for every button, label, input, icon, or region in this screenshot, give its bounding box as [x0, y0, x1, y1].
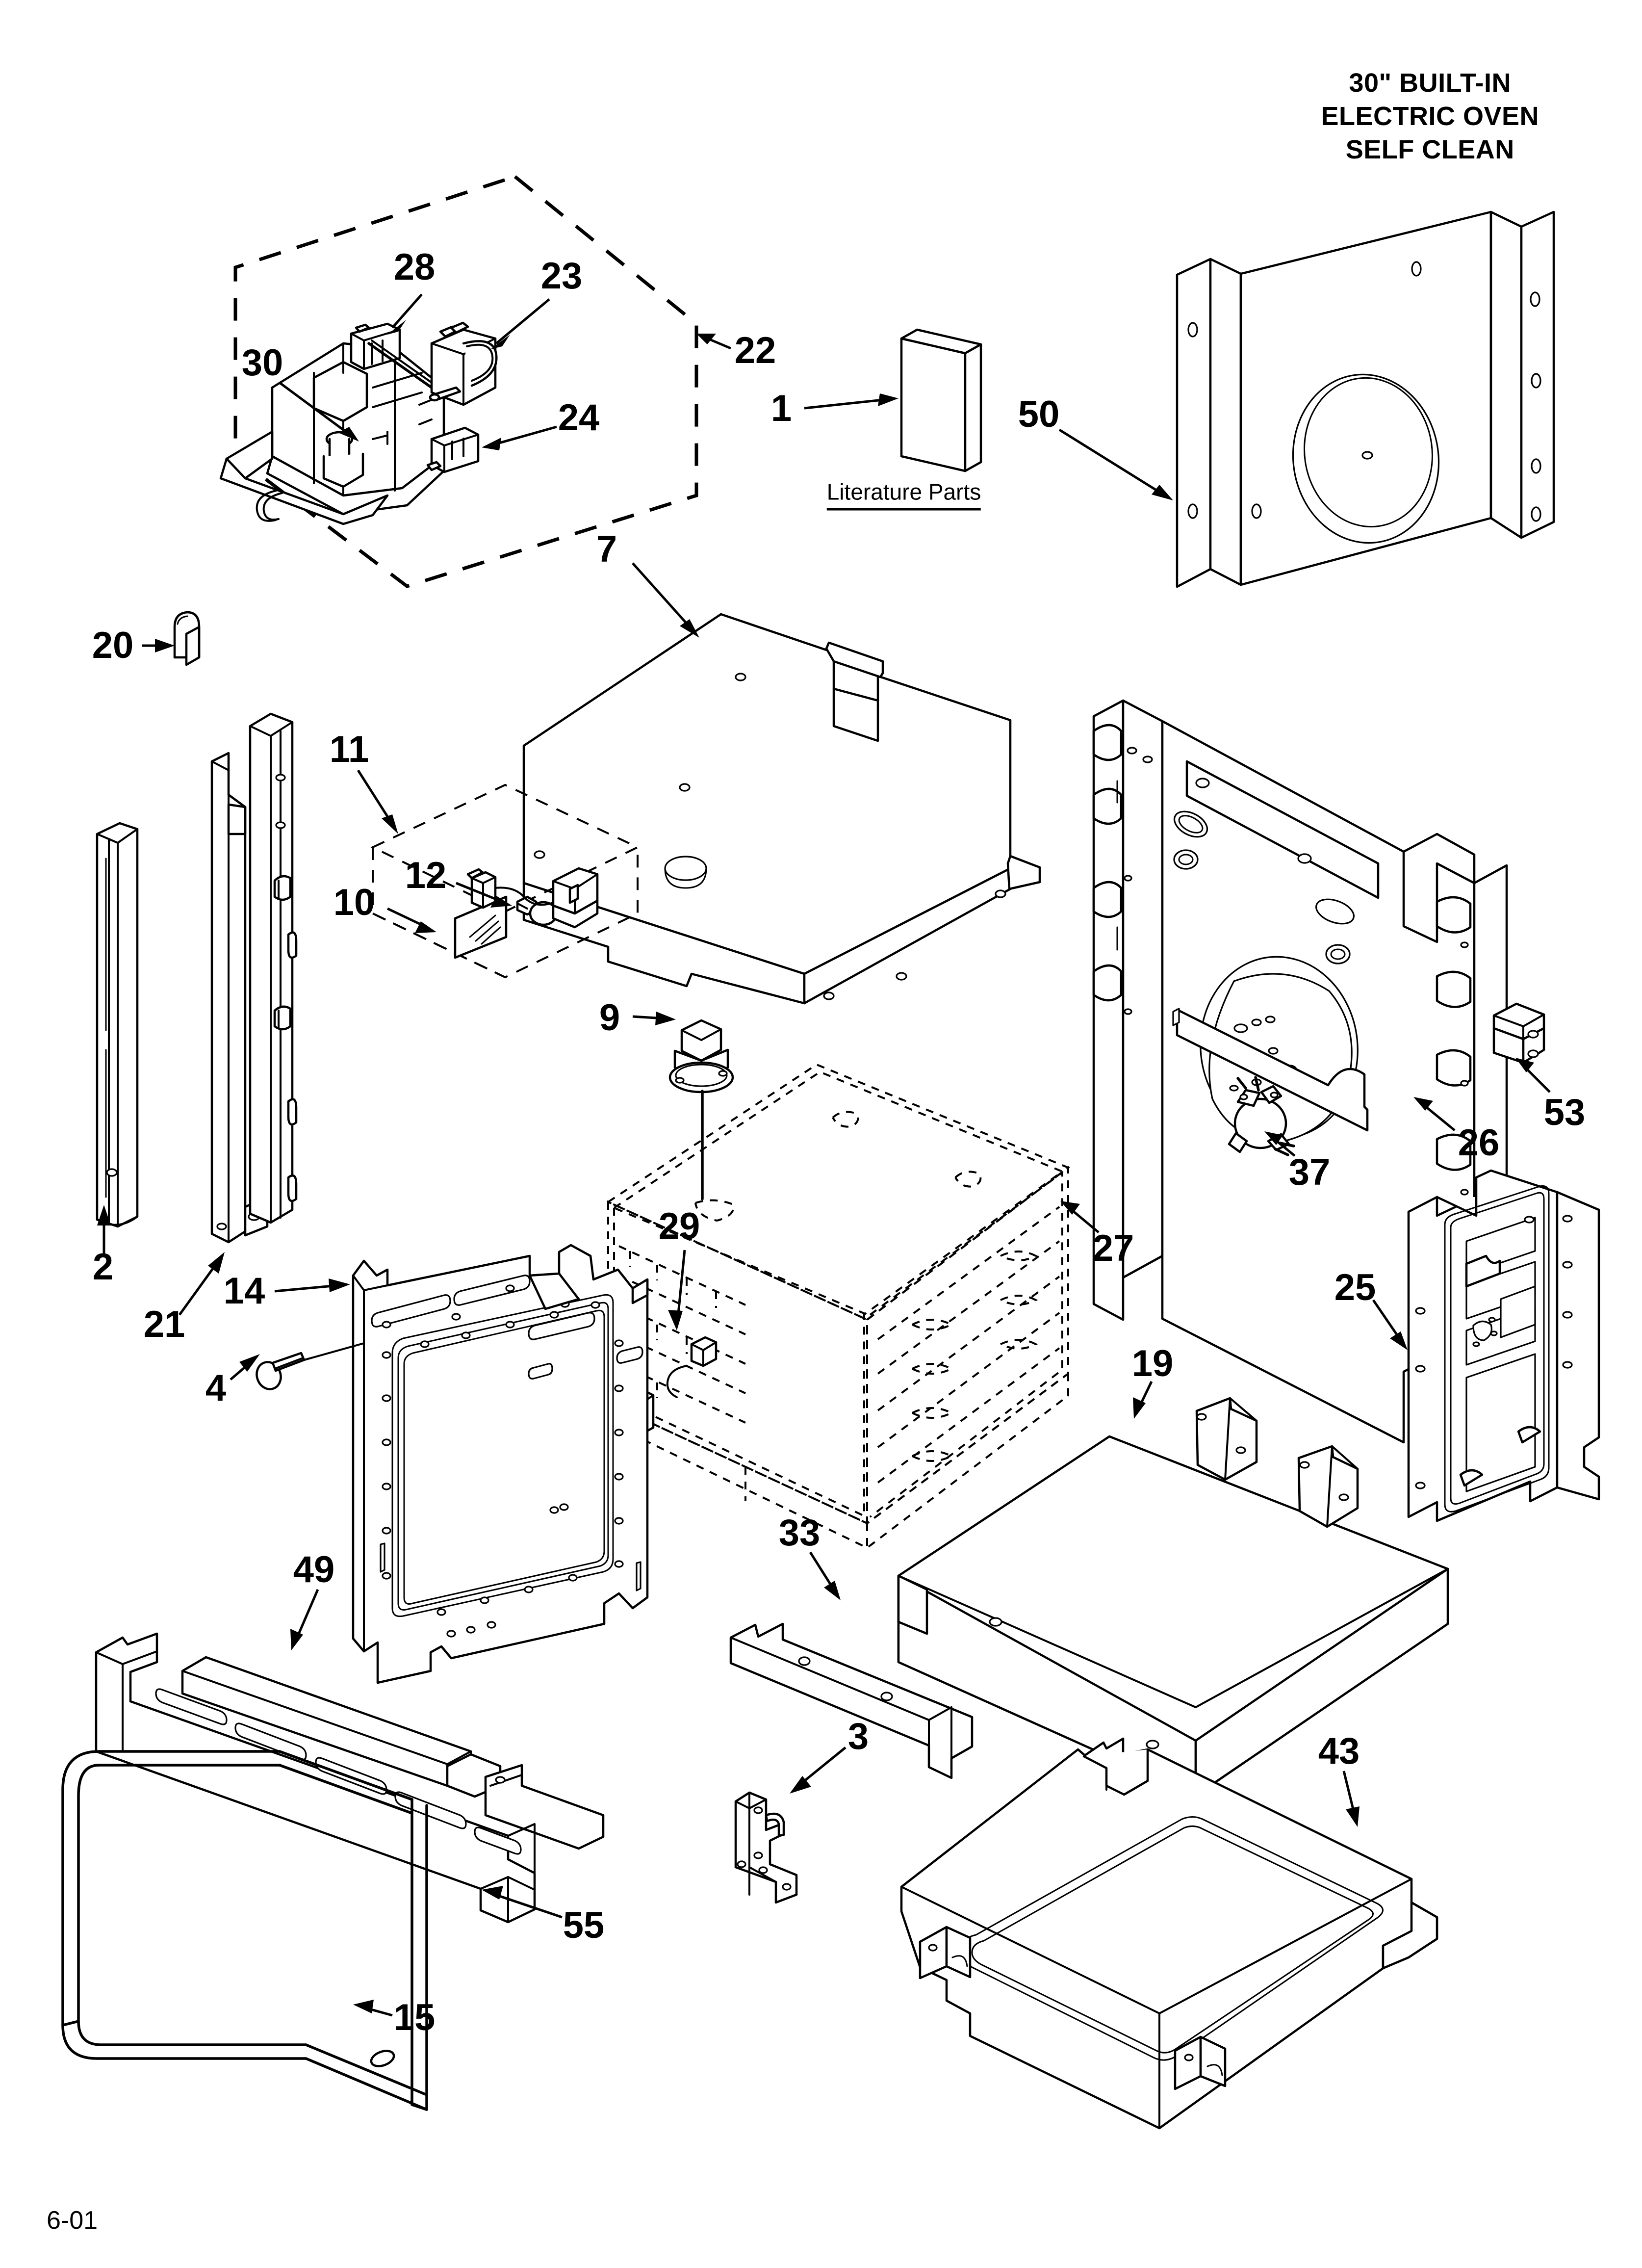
part-33-support-rail [729, 1622, 974, 1779]
leader-lines [97, 293, 1551, 2017]
part-25-front-panel [1407, 1169, 1600, 1522]
group-22-boundary [233, 175, 698, 588]
part-21-rail [210, 752, 269, 1244]
callout-43: 43 [1318, 1730, 1360, 1772]
callout-10: 10 [333, 882, 375, 923]
group-11-boundary [370, 783, 640, 979]
callout-3: 3 [847, 1716, 869, 1757]
part-28-switch [350, 322, 436, 389]
part-15-gasket [61, 1750, 428, 2111]
part-43-bottom-pan [900, 1737, 1438, 2130]
callout-2: 2 [92, 1246, 114, 1288]
callout-1: 1 [770, 388, 792, 429]
title-line-3: SELF CLEAN [1345, 135, 1514, 164]
part-4-bumper [256, 1342, 365, 1390]
title-line-2: ELECTRIC OVEN [1321, 102, 1539, 131]
callout-27: 27 [1092, 1227, 1134, 1269]
part-53-bracket [1492, 1002, 1545, 1064]
part-27-oven-cavity [606, 1063, 1071, 1549]
callout-29: 29 [658, 1205, 700, 1247]
part-12-bulb [516, 895, 558, 926]
callout-49: 49 [293, 1549, 335, 1590]
part-20-end-cap [173, 611, 201, 666]
callout-12: 12 [405, 855, 447, 896]
callout-37: 37 [1288, 1151, 1331, 1193]
callout-22: 22 [734, 330, 776, 371]
sheet-title: 30" BUILT-IN ELECTRIC OVEN SELF CLEAN [1321, 66, 1539, 166]
callout-33: 33 [778, 1512, 821, 1554]
callout-7: 7 [596, 528, 617, 570]
callout-15: 15 [393, 1997, 436, 2038]
part-23-assembly [429, 321, 498, 406]
part-50-rear-panel [1176, 210, 1555, 588]
callout-30: 30 [241, 342, 283, 384]
part-49-brace [181, 1656, 605, 1850]
callout-11: 11 [329, 729, 369, 770]
part-2-trim-strip [96, 822, 139, 1228]
callout-4: 4 [205, 1367, 227, 1409]
part-37-thermal-limiter [1228, 1076, 1295, 1156]
callout-14: 14 [223, 1270, 265, 1312]
callout-24: 24 [558, 397, 600, 439]
title-line-1: 30" BUILT-IN [1349, 68, 1512, 98]
callout-55: 55 [563, 1904, 605, 1946]
callout-21: 21 [143, 1303, 185, 1345]
part-14-side-rail [249, 712, 298, 1224]
part-1-literature [900, 328, 982, 472]
part-14-door-frame [352, 1244, 649, 1684]
callout-26: 26 [1458, 1122, 1500, 1164]
part-11-light-receptacle [466, 867, 599, 929]
callout-25: 25 [1334, 1267, 1376, 1308]
callout-9: 9 [599, 997, 620, 1039]
callout-19: 19 [1131, 1343, 1174, 1384]
callout-53: 53 [1543, 1092, 1586, 1133]
callout-20: 20 [92, 625, 134, 666]
group-label-literature-parts: Literature Parts [826, 481, 981, 511]
page-code: 6-01 [47, 2206, 98, 2235]
part-19-shelf [897, 1397, 1449, 1797]
callout-50: 50 [1018, 393, 1060, 435]
callout-28: 28 [393, 246, 436, 288]
part-3-bracket [734, 1791, 798, 1904]
part-7-top-panel [522, 613, 1041, 1005]
part-24-switch [426, 426, 480, 473]
part-9-hub [668, 1019, 734, 1200]
callout-23: 23 [540, 255, 583, 297]
